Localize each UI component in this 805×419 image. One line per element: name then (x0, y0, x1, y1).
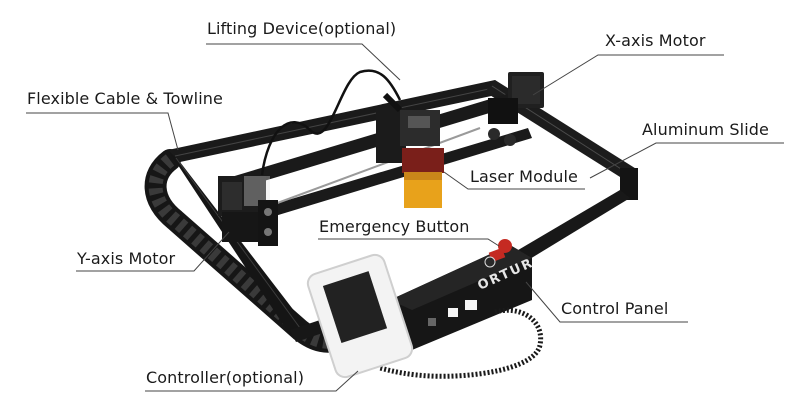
rear-rail (168, 80, 510, 162)
leader-control-panel (525, 281, 688, 323)
y-axis-motor-shape (218, 176, 278, 246)
coiled-cable (379, 307, 544, 379)
leader-y-axis-motor (76, 231, 230, 272)
laser-carriage (376, 92, 444, 208)
label-y-axis-motor: Y-axis Motor (77, 249, 176, 268)
left-rail (168, 150, 305, 335)
leader-controller (145, 370, 359, 392)
label-control-panel: Control Panel (561, 299, 669, 318)
leader-lifting-device (206, 43, 401, 81)
label-laser-module: Laser Module (470, 167, 578, 186)
leader-aluminum-slide (589, 142, 784, 179)
label-flexible-cable: Flexible Cable & Towline (27, 89, 223, 108)
leader-lines (26, 43, 784, 392)
label-lifting-device: Lifting Device(optional) (207, 19, 397, 38)
leader-flexible-cable (26, 112, 179, 151)
leader-x-axis-motor (532, 54, 724, 96)
leader-emergency-button (318, 238, 500, 247)
x-axis-motor-shape (488, 72, 544, 146)
label-x-axis-motor: X-axis Motor (605, 31, 706, 50)
flexible-cable (260, 69, 402, 176)
front-right-rail (508, 190, 630, 265)
label-controller: Controller(optional) (146, 368, 305, 387)
label-emergency-button: Emergency Button (319, 217, 470, 236)
label-aluminum-slide: Aluminum Slide (642, 120, 769, 139)
control-box (390, 239, 532, 350)
controller-device (306, 253, 414, 379)
engraver-illustration: ORTUR (144, 69, 638, 379)
leader-laser-module (443, 171, 585, 190)
